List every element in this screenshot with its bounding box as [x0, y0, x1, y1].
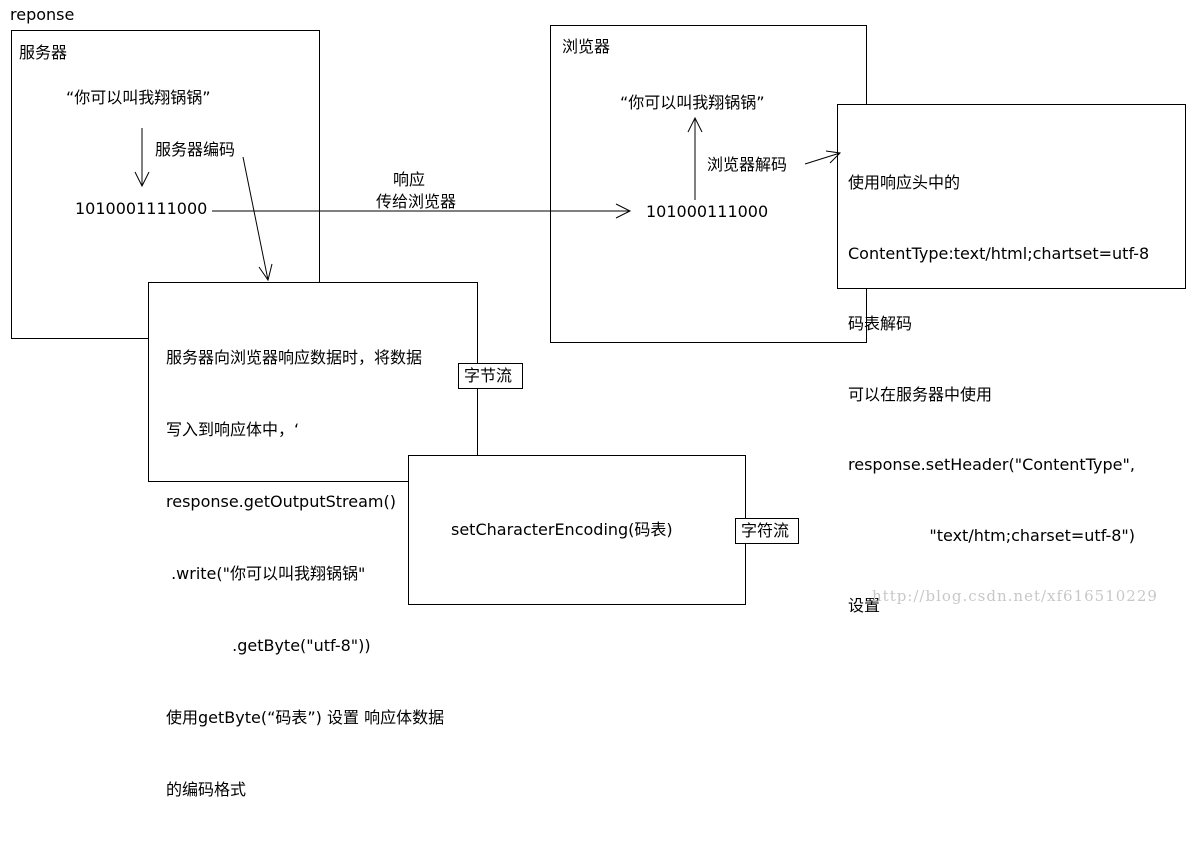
browser-decode-arrow-head: [687, 116, 703, 133]
browser-decode-label: 浏览器解码: [707, 155, 788, 174]
body-line: response.getOutputStream(): [166, 492, 396, 511]
browser-title: 浏览器: [562, 37, 611, 56]
diagram-title: reponse: [10, 5, 75, 24]
server-bits: 1010001111000: [75, 199, 208, 218]
char-stream-tag: 字符流: [735, 518, 799, 544]
body-line: .getByte("utf-8")): [166, 636, 371, 655]
note-line: 码表解码: [848, 314, 913, 333]
note-line: 可以在服务器中使用: [848, 384, 993, 404]
content-type-note-text: 使用响应头中的 ContentType:text/html;chartset=u…: [848, 124, 1149, 665]
body-line: 使用getByte(“码表”) 设置 响应体数据: [166, 708, 445, 727]
body-line: 服务器向浏览器响应数据时，将数据: [166, 348, 423, 367]
body-line: 的编码格式: [166, 780, 247, 799]
transfer-label-line2: 传给浏览器: [376, 192, 457, 211]
server-encode-label: 服务器编码: [155, 140, 236, 159]
note-pointer-arrow: [804, 152, 841, 165]
encode-to-body-arrow: [242, 156, 269, 281]
body-line: 写入到响应体中，‘: [166, 420, 300, 439]
watermark-text: http://blog.csdn.net/xf616510229: [872, 587, 1158, 605]
note-line: ContentType:text/html;chartset=utf-8: [848, 243, 1150, 263]
note-line: response.setHeader("ContentType",: [848, 455, 1135, 474]
browser-box: [550, 25, 867, 343]
encode-to-body-arrow-head: [258, 263, 273, 282]
browser-bits: 101000111000: [646, 202, 769, 221]
browser-string: “你可以叫我翔锅锅”: [620, 93, 765, 112]
char-encoding-box: setCharacterEncoding(码表): [408, 455, 746, 605]
transfer-label-line1: 响应: [393, 170, 426, 189]
server-encode-arrow-head: [134, 171, 150, 188]
server-title: 服务器: [19, 43, 68, 62]
note-line: 设置: [848, 596, 881, 615]
server-string: “你可以叫我翔锅锅”: [66, 88, 211, 107]
char-encoding-text: setCharacterEncoding(码表): [451, 520, 673, 539]
arrow-layer: [134, 116, 842, 282]
transfer-arrow-head: [615, 203, 632, 219]
note-line: 使用响应头中的: [848, 173, 961, 192]
note-pointer-arrow-head: [825, 150, 842, 164]
byte-stream-tag: 字节流: [458, 363, 523, 389]
note-line: "text/htm;charset=utf-8"): [848, 525, 1135, 545]
body-line: .write("你可以叫我翔锅锅": [166, 564, 366, 583]
content-type-note-box: 使用响应头中的 ContentType:text/html;chartset=u…: [837, 104, 1186, 615]
